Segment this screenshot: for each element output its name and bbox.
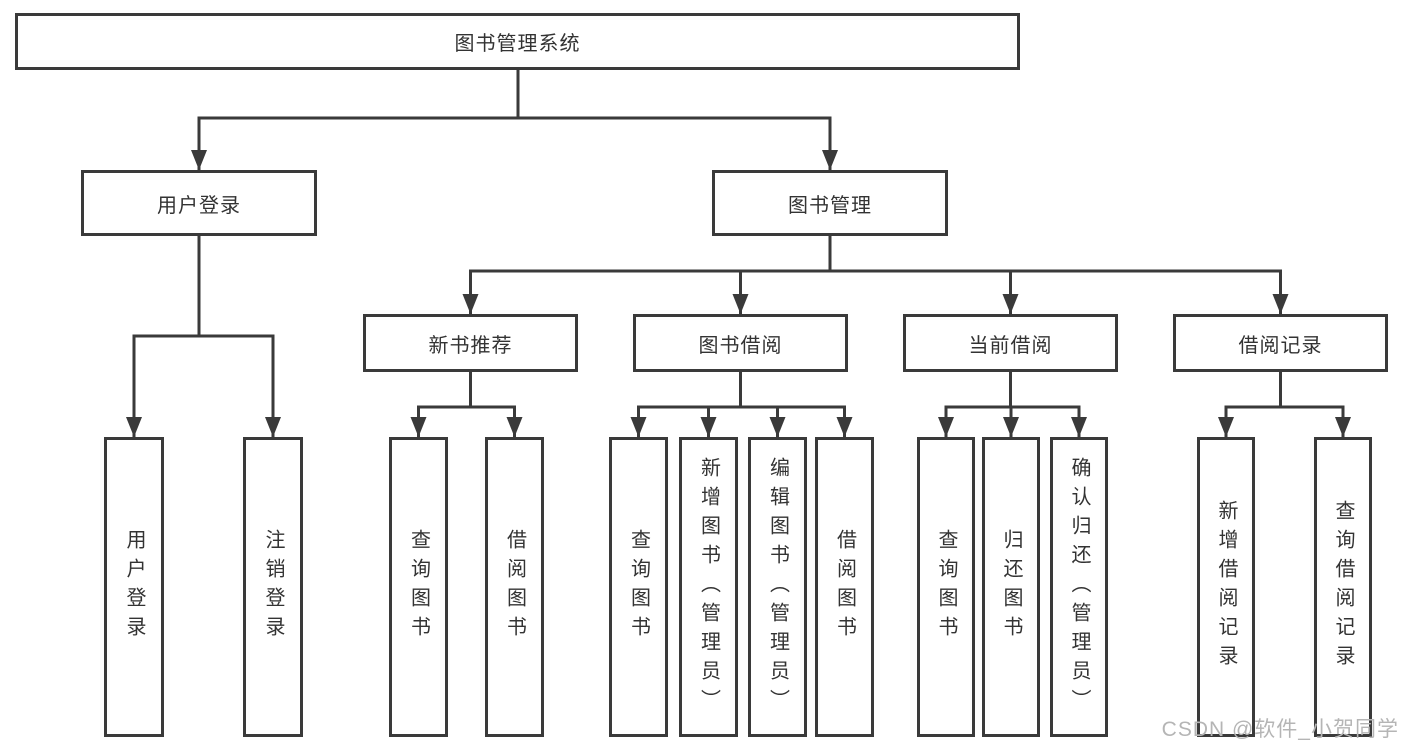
leaf-query-borrow-record: 查询借阅记录 (1314, 437, 1372, 737)
leaf-query-books-current: 查询图书 (917, 437, 975, 737)
watermark: CSDN @软件_小贺同学 (1161, 718, 1399, 741)
leaf-query-books-borrowing: 查询图书 (609, 437, 668, 737)
node-book-borrowing: 图书借阅 (633, 314, 848, 372)
leaf-return-books: 归还图书 (982, 437, 1040, 737)
node-library-system: 图书管理系统 (15, 13, 1020, 70)
leaf-borrow-books-borrowing: 借阅图书 (815, 437, 874, 737)
leaf-confirm-return-admin: 确认归还（管理员） (1050, 437, 1108, 737)
node-borrowing-records: 借阅记录 (1173, 314, 1388, 372)
leaf-add-book-admin: 新增图书（管理员） (679, 437, 738, 737)
leaf-query-books-recommend: 查询图书 (389, 437, 448, 737)
node-current-borrowing: 当前借阅 (903, 314, 1118, 372)
node-new-book-recommendation: 新书推荐 (363, 314, 578, 372)
leaf-user-login: 用户登录 (104, 437, 164, 737)
leaf-add-borrow-record: 新增借阅记录 (1197, 437, 1255, 737)
leaf-borrow-books-recommend: 借阅图书 (485, 437, 544, 737)
leaf-logout: 注销登录 (243, 437, 303, 737)
leaf-edit-book-admin: 编辑图书（管理员） (748, 437, 807, 737)
node-user-login: 用户登录 (81, 170, 317, 236)
node-book-management: 图书管理 (712, 170, 948, 236)
